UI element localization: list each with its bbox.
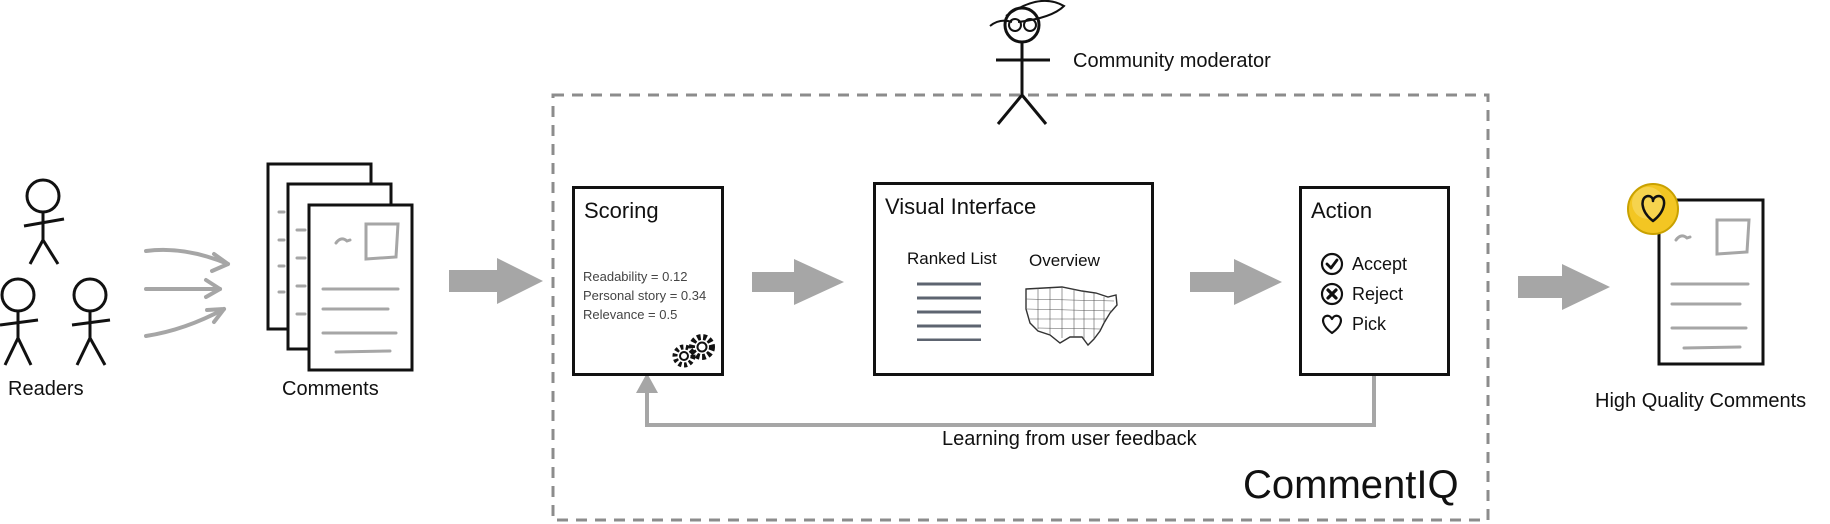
reader-figure	[23, 178, 65, 265]
ranked-list-icon	[917, 282, 981, 341]
thin-arrow	[205, 307, 226, 324]
readers-label: Readers	[8, 378, 84, 400]
x-circle-icon	[1320, 282, 1344, 306]
thin-arrow	[144, 307, 226, 338]
feedback-loop-arrow	[645, 373, 1376, 427]
checkmark-circle-icon	[1320, 252, 1344, 276]
us-map-icon	[1025, 286, 1118, 347]
overview-label: Overview	[1029, 251, 1100, 270]
action-box: Action Accept Reject Pick	[1299, 186, 1450, 376]
action-reject-label: Reject	[1352, 283, 1404, 304]
action-pick: Pick	[1320, 312, 1386, 336]
heart-badge-icon	[1627, 183, 1679, 235]
scoring-relevance: Relevance = 0.5	[583, 307, 678, 322]
reader-figure	[71, 277, 111, 366]
feedback-label: Learning from user feedback	[942, 428, 1197, 450]
commentiq-title: CommentIQ	[1243, 463, 1459, 507]
thin-arrow	[144, 247, 230, 266]
action-title: Action	[1311, 198, 1373, 223]
scoring-personal-story: Personal story = 0.34	[583, 288, 707, 303]
commentiq-boundary	[551, 93, 1490, 522]
visual-interface-title: Visual Interface	[885, 194, 1037, 219]
readers-figures	[0, 178, 111, 366]
scoring-title: Scoring	[584, 198, 659, 223]
flow-arrow	[752, 259, 844, 305]
heart-icon	[1321, 314, 1343, 335]
moderator-figure	[989, 0, 1066, 125]
thin-arrow	[204, 278, 222, 299]
comments-stack-icon	[266, 162, 414, 372]
scoring-readability: Readability = 0.12	[583, 269, 688, 284]
flow-arrow	[449, 258, 543, 304]
thin-arrow	[210, 252, 230, 273]
action-pick-label: Pick	[1352, 313, 1387, 334]
comments-label: Comments	[282, 378, 379, 400]
reader-to-comment-arrows	[144, 247, 230, 338]
reader-figure	[0, 277, 39, 366]
action-accept: Accept	[1320, 252, 1407, 276]
flow-arrows	[449, 258, 1610, 310]
scoring-box: Scoring Readability = 0.12 Personal stor…	[572, 186, 724, 376]
moderator-label: Community moderator	[1073, 50, 1271, 72]
flow-arrow	[1190, 259, 1282, 305]
gears-icon	[672, 334, 715, 368]
action-reject: Reject	[1320, 282, 1403, 306]
action-accept-label: Accept	[1352, 253, 1408, 274]
visual-interface-box: Visual Interface Ranked List Overview	[873, 182, 1154, 376]
high-quality-comments-label: High Quality Comments	[1595, 390, 1807, 412]
flow-arrow	[1518, 264, 1610, 310]
ranked-list-label: Ranked List	[907, 249, 997, 268]
output-document-icon	[1657, 198, 1765, 366]
feedback-arrowhead	[636, 373, 658, 393]
